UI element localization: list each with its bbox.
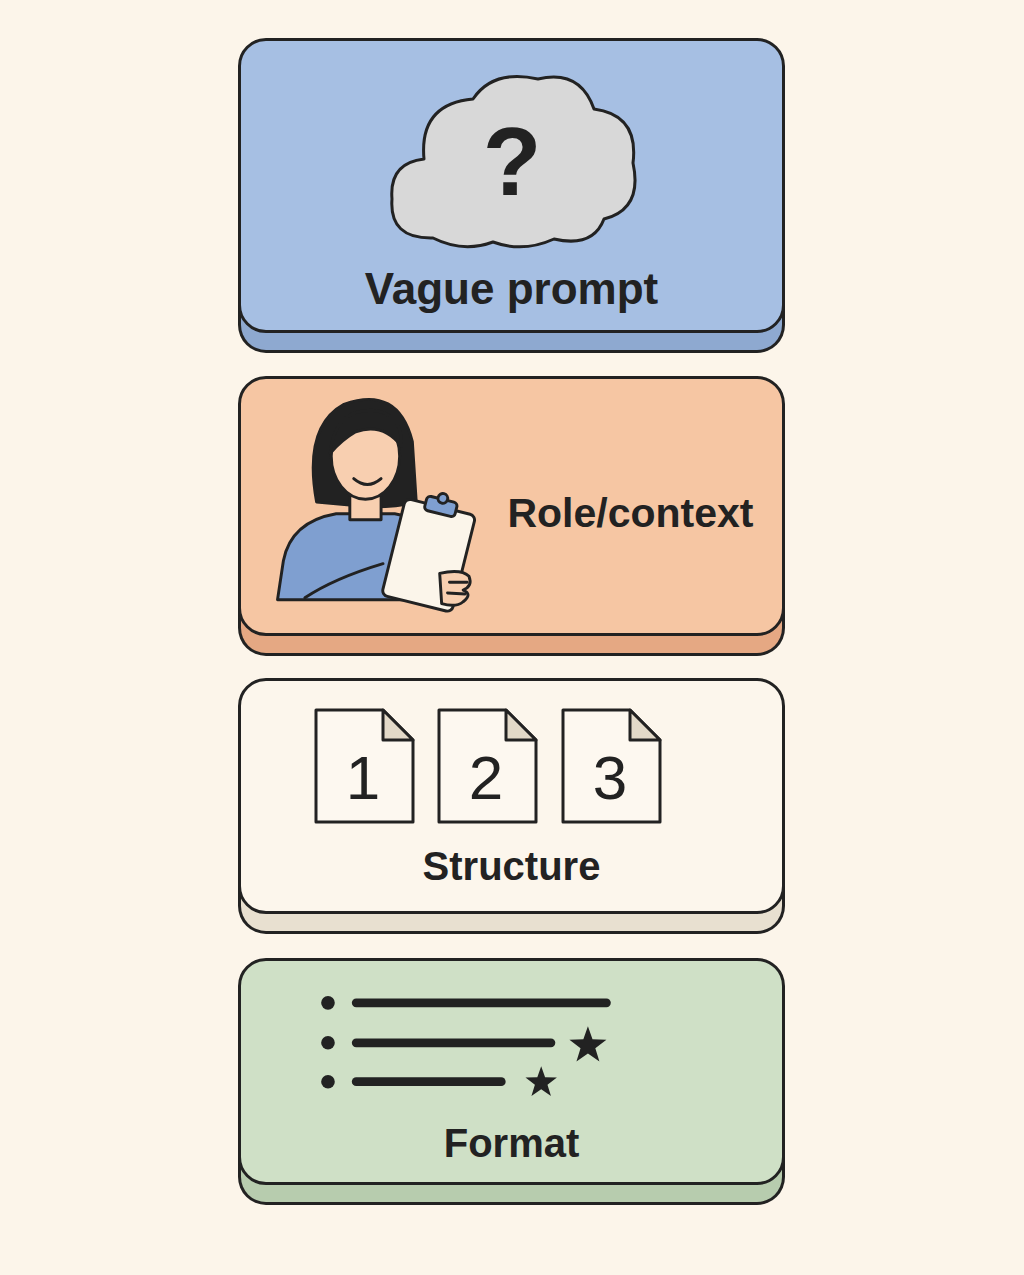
page-number: 1 xyxy=(346,744,380,812)
card-label: Role/context xyxy=(507,491,753,536)
structure-card: Structure 1 2 3 xyxy=(238,678,785,914)
text-slot: 2 xyxy=(439,737,533,819)
page-icon: 2 xyxy=(436,707,539,825)
page-icon: 3 xyxy=(560,707,663,825)
card-label: Vague prompt xyxy=(365,265,658,313)
page-number: 3 xyxy=(593,744,627,812)
role-card: Role/context xyxy=(238,376,785,636)
prompt-card: Vague prompt? xyxy=(238,38,785,333)
text-slot: Vague prompt xyxy=(241,261,782,317)
thought-cloud: ? xyxy=(388,71,636,251)
text-slot: Format xyxy=(241,1116,782,1170)
page-icon: 1 xyxy=(313,707,416,825)
text-slot: Structure xyxy=(241,839,782,893)
cloud-symbol: ? xyxy=(483,109,542,215)
card-label: Structure xyxy=(423,844,601,888)
text-slot: ? xyxy=(388,107,636,217)
text-slot: 1 xyxy=(316,737,410,819)
format-card: Format xyxy=(238,958,785,1185)
text-slot: Role/context xyxy=(493,487,768,541)
text-slot: 3 xyxy=(563,737,657,819)
card-label: Format xyxy=(444,1121,580,1165)
page-number: 2 xyxy=(469,744,503,812)
